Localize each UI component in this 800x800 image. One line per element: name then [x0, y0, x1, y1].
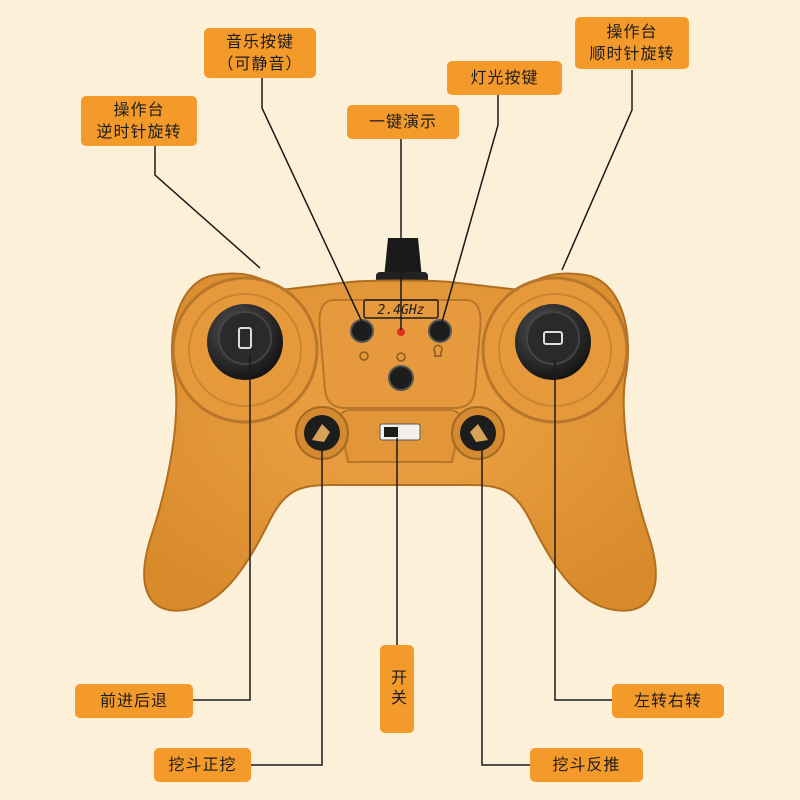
leader-bucket-push	[481, 448, 530, 766]
label-console-cw-line1: 操作台	[606, 22, 658, 41]
leader-console-ccw	[154, 145, 261, 269]
label-music-line2: （可静音）	[217, 54, 303, 73]
antenna	[384, 238, 422, 278]
label-console-cw-line2: 顺时针旋转	[589, 44, 675, 63]
light-button[interactable]	[428, 319, 452, 343]
label-turn-left-right: 左转右转	[612, 684, 724, 718]
label-forward-back: 前进后退	[75, 684, 193, 718]
power-led	[397, 328, 405, 336]
demo-button[interactable]	[388, 365, 414, 391]
label-light-button: 灯光按键	[447, 61, 562, 95]
label-bucket-dig-line1: 挖斗正挖	[168, 755, 237, 774]
label-console-ccw-line1: 操作台	[113, 100, 165, 119]
label-bucket-push: 挖斗反推	[530, 748, 643, 782]
label-power-line1: 开关	[388, 669, 407, 709]
bucket-dig-button[interactable]	[295, 406, 349, 460]
label-console-cw: 操作台 顺时针旋转	[575, 17, 689, 69]
label-demo-line1: 一键演示	[368, 112, 437, 131]
leader-light	[441, 95, 499, 323]
leader-bucket-dig	[250, 445, 323, 766]
music-button[interactable]	[350, 319, 374, 343]
label-light-line1: 灯光按键	[470, 68, 539, 87]
bucket-push-button[interactable]	[451, 406, 505, 460]
leader-turn	[554, 360, 612, 701]
label-turn-line1: 左转右转	[633, 691, 702, 710]
label-console-ccw-line2: 逆时针旋转	[96, 122, 182, 141]
label-music-button: 音乐按键 （可静音）	[204, 28, 316, 78]
left-joystick[interactable]	[207, 304, 283, 380]
music-icon	[359, 351, 369, 361]
label-bucket-dig: 挖斗正挖	[154, 748, 251, 782]
label-music-line1: 音乐按键	[225, 32, 294, 51]
leader-forward-back	[193, 355, 251, 701]
leader-music	[261, 78, 363, 323]
leader-console-cw	[561, 70, 633, 271]
label-demo-button: 一键演示	[347, 105, 459, 139]
label-console-ccw: 操作台 逆时针旋转	[81, 96, 197, 146]
bulb-icon	[433, 344, 443, 357]
demo-icon	[396, 352, 406, 362]
leader-lines	[154, 70, 633, 766]
label-forward-back-line1: 前进后退	[99, 691, 168, 710]
label-power-switch: 开关	[380, 645, 414, 733]
right-joystick[interactable]	[515, 304, 591, 380]
label-bucket-push-line1: 挖斗反推	[552, 755, 621, 774]
power-switch[interactable]	[379, 423, 421, 441]
